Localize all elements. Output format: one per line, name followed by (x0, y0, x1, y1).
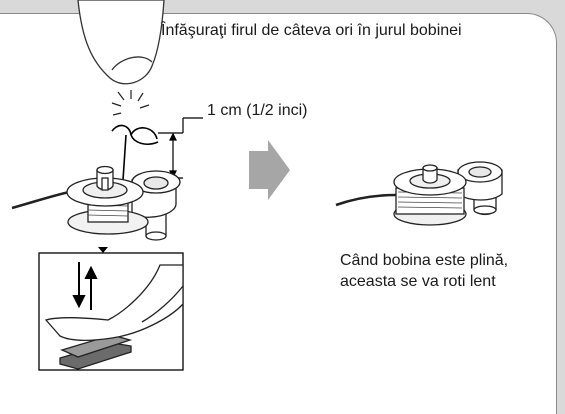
measurement-bracket (158, 117, 203, 179)
foot-on-pedal-illustration (44, 264, 184, 370)
full-bobbin-caption: Când bobina este plină, aceasta se va ro… (340, 252, 509, 290)
illustration (11, 0, 503, 371)
foot-pedal-box (38, 252, 184, 371)
up-down-arrows-icon (72, 262, 98, 310)
snap-sparks-icon (111, 90, 150, 116)
bobbin-winder-left (11, 165, 181, 241)
wrap-thread-caption: Înfăşuraţi firul de câteva ori în jurul … (161, 22, 462, 39)
thread-knot-icon (111, 124, 159, 181)
measurement-label: 1 cm (1/2 inci) (207, 102, 308, 119)
finger-illustration (77, 0, 165, 85)
pointer-triangle (98, 247, 108, 253)
bobbin-full-right (335, 161, 503, 226)
arrow-right-icon (249, 140, 290, 200)
